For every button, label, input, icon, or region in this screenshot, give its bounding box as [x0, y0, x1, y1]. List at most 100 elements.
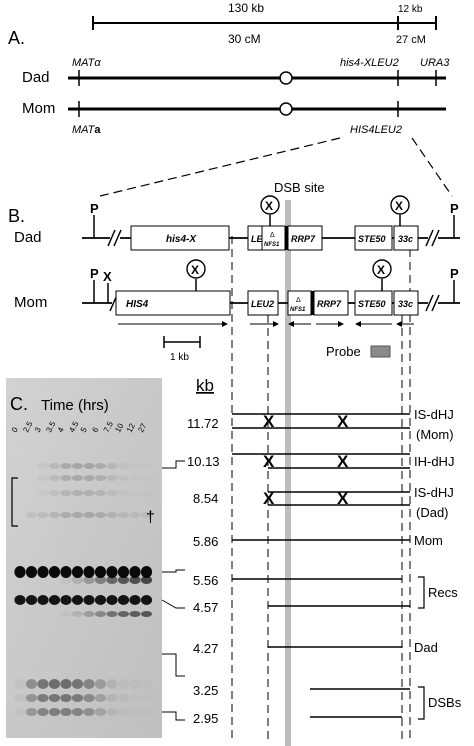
- gel-band: [71, 576, 84, 584]
- gel-band: [14, 708, 26, 716]
- gel-band: [141, 490, 152, 496]
- dsb-site-band: [285, 200, 291, 746]
- size-label: 8.54: [193, 491, 218, 506]
- gel-band: [106, 512, 118, 518]
- scale-bar-1kb: [163, 336, 201, 348]
- svg-text:HIS4: HIS4: [126, 299, 149, 310]
- species-label-recs: Recs: [428, 585, 458, 600]
- crossover-mark: X: [263, 452, 275, 471]
- svg-text:LEU2: LEU2: [251, 299, 274, 309]
- gel-band: [37, 679, 49, 689]
- gel-band: [48, 566, 61, 578]
- dsbs-bracket: [418, 686, 425, 720]
- panel-b-label: B.: [8, 206, 25, 226]
- gel-band: [141, 463, 152, 469]
- gel-band: [37, 708, 49, 716]
- gel-band: [14, 679, 26, 689]
- gel-band: [106, 490, 118, 496]
- dagger-mark: †: [146, 509, 155, 526]
- gel-band: [94, 611, 107, 617]
- crossover-mark: X: [263, 412, 275, 431]
- gel-band: [71, 611, 84, 617]
- gel-band: [106, 708, 118, 716]
- gel-band: [141, 694, 152, 702]
- mom-gene-rrp7: [313, 290, 349, 316]
- species-label-mom: Mom: [414, 533, 443, 548]
- gel-band: [83, 708, 95, 716]
- mom-break-right: [425, 293, 440, 313]
- transcription-arrows: [118, 321, 414, 327]
- gel-band: [117, 512, 130, 518]
- scale-12kb-label: 12 kb: [398, 4, 423, 15]
- svg-text:his4-X: his4-X: [166, 234, 197, 245]
- gel-band: [71, 679, 84, 689]
- kb-header: kb: [196, 376, 214, 395]
- size-leader-lines: [161, 460, 185, 721]
- gel-band: [60, 679, 72, 689]
- gel-band: [14, 694, 26, 702]
- species-label-dad-paren: (Dad): [416, 505, 449, 520]
- lane-label: 5: [79, 425, 89, 434]
- size-label: 10.13: [187, 454, 220, 469]
- gel-band: [140, 566, 153, 578]
- size-label: 4.27: [193, 641, 218, 656]
- gel-band: [129, 566, 141, 578]
- gel-band: [71, 694, 84, 702]
- gel-band: [106, 576, 118, 584]
- gel-band: [60, 595, 72, 605]
- size-label: 5.86: [193, 534, 218, 549]
- mom-site-p-left: P: [90, 266, 99, 281]
- gel-band: [37, 512, 49, 518]
- crossover-mark: X: [263, 489, 275, 508]
- gel-band: [117, 595, 130, 605]
- mom-chromosome-label: Mom: [22, 100, 55, 117]
- gel-band: [83, 463, 95, 469]
- his4x-leu2-label: his4-XLEU2: [340, 57, 399, 69]
- gel-band: [71, 490, 84, 496]
- dad-map-label: Dad: [14, 229, 42, 246]
- crossover-mark: X: [337, 489, 349, 508]
- gel-band: [129, 595, 141, 605]
- dad-gene-33c: [393, 225, 419, 251]
- gel-band: [83, 512, 95, 518]
- gel-band: [129, 611, 141, 617]
- gel-band: [48, 595, 61, 605]
- gel-band: [117, 490, 130, 496]
- gel-band: [60, 611, 71, 617]
- gel-band: [94, 512, 107, 518]
- svg-text:33c: 33c: [398, 234, 413, 244]
- gel-band: [71, 595, 84, 605]
- gel-band: [60, 708, 72, 716]
- gel-image: [6, 378, 162, 738]
- dad-gene-his4x: [130, 225, 230, 251]
- gel-band: [48, 475, 61, 481]
- ura3-label: URA3: [420, 57, 450, 69]
- mom-site-x-2: X: [377, 263, 385, 277]
- size-label: 2.95: [193, 711, 218, 726]
- gel-band: [106, 475, 118, 481]
- svg-text:STE50: STE50: [358, 299, 386, 309]
- gel-band: [106, 679, 118, 689]
- gel-band: [94, 708, 107, 716]
- gel-band: [25, 708, 38, 716]
- gel-band: [94, 679, 107, 689]
- gel-band: [48, 694, 61, 702]
- svg-text:Δ: Δ: [296, 297, 301, 304]
- gel-band: [94, 566, 107, 578]
- species-label-mom-paren: (Mom): [416, 427, 454, 442]
- gel-band: [94, 576, 107, 584]
- mom-gene-33c: [393, 290, 419, 316]
- gel-band: [129, 512, 141, 518]
- gel-band: [37, 694, 49, 702]
- scale-30cm-label: 30 cM: [228, 32, 261, 46]
- gel-band: [60, 694, 72, 702]
- gel-band: [106, 463, 118, 469]
- dad-gene-ste50: [354, 225, 393, 251]
- lane-label: 3: [33, 425, 43, 434]
- dashed-guides: [231, 236, 411, 742]
- gel-band: [71, 463, 84, 469]
- gel-band: [83, 475, 95, 481]
- gel-band: [129, 679, 140, 689]
- lane-label: 4: [56, 425, 66, 434]
- gel-bands: [14, 463, 153, 716]
